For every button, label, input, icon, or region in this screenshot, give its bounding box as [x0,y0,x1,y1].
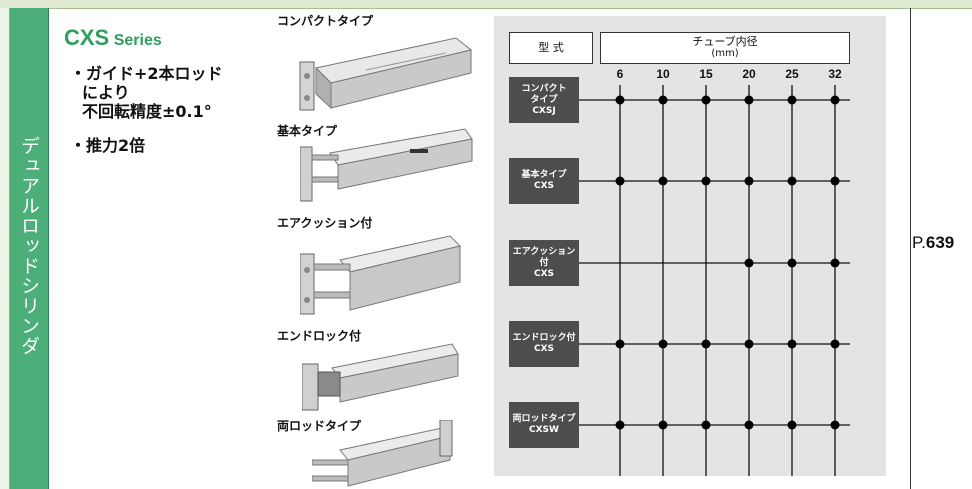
row-label-line: 両ロッドタイプ [512,414,576,424]
availability-dot [744,95,754,105]
feature-line: により [82,83,130,102]
row-label-basic: 基本タイプ CXS [509,158,579,204]
availability-dot [787,258,797,268]
bore-header-unit: (mm) [711,48,739,59]
compact-cylinder-image [299,37,473,111]
feature-line: ・推力2倍 [70,136,146,155]
feature-item: ・推力2倍 [70,136,145,155]
availability-dot [615,420,625,430]
model-header: 型 式 [509,32,593,64]
bore-size-label: 10 [656,67,670,81]
row-model-code: CXS [533,268,555,279]
availability-dot [658,95,668,105]
availability-dot [615,95,625,105]
row-model-code: CXSW [529,425,559,435]
bore-size-label: 20 [742,67,756,81]
bore-size-label: 15 [699,67,713,81]
series-suffix: Series [113,32,162,49]
feature-item: ・ガイド+2本ロッド により 不回転精度±0.1° [70,64,223,121]
row-model-code: CXSJ [532,105,556,116]
top-band [0,0,972,9]
page-reference[interactable]: P.639 [912,233,954,253]
product-label-end-lock: エンドロック付 [277,329,362,343]
row-label-end-lock: エンドロック付 CXS [509,321,579,367]
availability-dot [787,176,797,186]
bore-size-label: 6 [616,67,624,81]
feature-line: ・ガイド+2本ロッド [70,64,223,83]
availability-dot [615,176,625,186]
row-label-line: エアクッション付 [512,246,576,268]
basic-cylinder-image [300,128,473,202]
availability-dot [658,176,668,186]
availability-dot [744,339,754,349]
product-label-compact: コンパクトタイプ [277,14,374,28]
row-label-line: コンパクト [521,83,567,94]
availability-dot [744,176,754,186]
bore-header: チューブ内径 (mm) [600,32,850,64]
page-ref-number: 639 [925,233,955,252]
row-model-code: CXS [533,344,555,354]
availability-dot [787,339,797,349]
row-label-air-cushion: エアクッション付 CXS [509,240,579,286]
availability-dot [701,420,711,430]
row-label-line: エンドロック付 [512,333,576,343]
availability-dot [744,258,754,268]
product-label-air-cushion: エアクッション付 [277,216,373,230]
bore-size-label: 25 [785,67,799,81]
end-lock-cylinder-image [302,343,459,411]
row-label-line: タイプ [530,94,558,105]
availability-dot [830,95,840,105]
row-label-compact: コンパクト タイプ CXSJ [509,77,579,123]
availability-dot [830,420,840,430]
availability-dot [701,176,711,186]
category-side-label: デュアルロッドシリンダ [10,8,49,489]
cell-divider [910,8,911,489]
availability-dot [830,339,840,349]
series-name: CXS [64,25,110,50]
availability-dot [787,420,797,430]
availability-dot [658,339,668,349]
product-label-double-rod: 両ロッドタイプ [277,419,362,433]
page-ref-prefix: P. [912,233,926,252]
series-title: CXS Series [64,25,162,51]
feature-line: 不回転精度±0.1° [82,102,212,121]
product-label-basic: 基本タイプ [277,124,338,138]
double-rod-cylinder-image [312,420,453,487]
availability-dot [615,339,625,349]
availability-dot [701,339,711,349]
bore-header-title: チューブ内径 [692,35,758,48]
category-title: デュアルロッドシリンダ [18,136,40,356]
row-label-double-rod: 両ロッドタイプ CXSW [509,402,579,448]
availability-dot [658,420,668,430]
availability-dot [701,95,711,105]
availability-dot [830,176,840,186]
bore-size-label: 32 [828,67,842,81]
outer-margin [0,8,10,489]
availability-dot [744,420,754,430]
air-cushion-cylinder-image [300,235,461,315]
row-model-code: CXS [533,181,555,191]
availability-dot [830,258,840,268]
row-label-line: 基本タイプ [521,170,567,180]
availability-dot [787,95,797,105]
